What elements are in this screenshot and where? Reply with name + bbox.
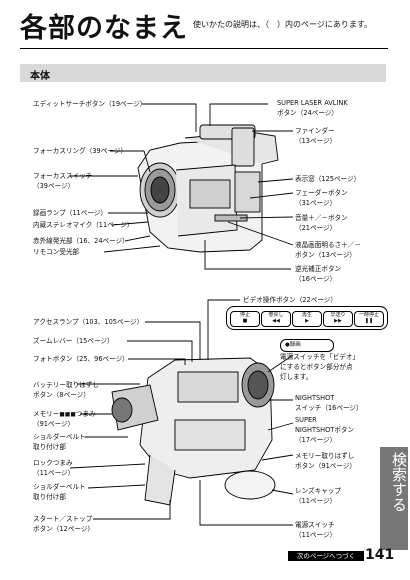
label-super-laser-1: SUPER LASER AVLINK (277, 99, 348, 107)
video-button-play: 再生▶ (292, 311, 322, 327)
video-buttons-frame (226, 306, 388, 330)
label-backlight-2: （16ページ） (295, 275, 337, 283)
label-volume-1: 音量＋／－ボタン (295, 214, 348, 222)
label-super-nightshot-1: SUPER (295, 416, 317, 424)
label-focus-switch-2: （39ページ） (33, 182, 75, 190)
label-focus-switch-1: フォーカススイッチ (33, 172, 93, 180)
label-shoulder-belt-1: ショルダーベルト (33, 433, 86, 441)
section-bar (20, 64, 386, 82)
side-tab (380, 447, 408, 550)
next-page-label: 次のページへつづく (288, 551, 364, 561)
label-battery-release-2: ボタン（8ページ） (33, 391, 90, 399)
label-lens-cap-1: レンズキャップ (295, 487, 342, 495)
label-super-nightshot-3: （17ページ） (295, 436, 337, 444)
label-access-lamp: アクセスランプ（103、105ページ） (33, 318, 144, 326)
label-volume-2: （21ページ） (295, 224, 337, 232)
label-ir-emitter: 赤外線発光部（16、24ページ） (33, 237, 129, 245)
label-memory-release-2: ボタン（91ページ） (295, 462, 357, 470)
label-video-ops: ビデオ操作ボタン（22ページ） (243, 296, 337, 304)
label-fader-2: （31ページ） (295, 199, 337, 207)
label-lens-cap-2: （11ページ） (295, 497, 337, 505)
label-rec-note-3: 灯します。 (280, 373, 313, 381)
label-nightshot-2: スイッチ（16ページ） (295, 404, 363, 412)
label-memory-index-1: メモリー◼◼◼つまみ (33, 410, 96, 418)
video-button-pause: 一時停止❚❚ (354, 311, 384, 327)
label-start-stop-1: スタート／ストップ (33, 515, 93, 523)
side-tab-label: 検索する (390, 452, 408, 512)
rec-switch-icon: ●録画 (280, 339, 334, 352)
label-memory-index-2: （91ページ） (33, 420, 75, 428)
label-photo-button: フォトボタン（25、96ページ） (33, 355, 129, 363)
label-finder-2: （13ページ） (295, 137, 337, 145)
label-nightshot-1: NIGHTSHOT (295, 394, 335, 402)
label-shoulder-belt-b1: ショルダーベルト (33, 483, 86, 491)
label-power-switch-2: （11ページ） (295, 531, 337, 539)
section-label: 本体 (30, 71, 50, 82)
label-super-laser-2: ボタン（24ページ） (277, 109, 339, 117)
label-edit-search: エディットサーチボタン（19ページ） (33, 100, 147, 108)
page-number: 141 (365, 547, 395, 563)
label-zoom-lever: ズームレバー（15ページ） (33, 337, 114, 345)
label-start-stop-2: ボタン（12ページ） (33, 525, 95, 533)
label-finder-1: ファインダー (295, 127, 335, 135)
label-shoulder-belt-b2: 取り付け部 (33, 493, 66, 501)
label-lcd-bright-2: ボタン（13ページ） (295, 251, 357, 259)
label-shoulder-belt-2: 取り付け部 (33, 443, 66, 451)
label-fader-1: フェーダーボタン (295, 189, 348, 197)
label-focus-ring: フォーカスリング（39ページ） (33, 147, 127, 155)
label-rec-lamp: 録画ランプ（11ページ） (33, 209, 107, 217)
label-remote-sensor: リモコン受光部 (33, 248, 80, 256)
label-rec-note-2: にするとボタン部分が点 (280, 363, 353, 371)
intro-text: 使いかたの説明は、（ ）内のページにあります。 (193, 20, 373, 29)
label-super-nightshot-2: NIGHTSHOTボタン (295, 426, 355, 434)
video-button-rewind: 巻戻し◀◀ (261, 311, 291, 327)
page-title: 各部のなまえ (20, 13, 188, 44)
label-backlight-1: 逆光補正ボタン (295, 265, 342, 273)
title-rule (20, 48, 388, 49)
label-power-switch-1: 電源スイッチ (295, 521, 335, 529)
label-display-window: 表示窓（125ページ） (295, 175, 361, 183)
label-lock-knob-2: （11ページ） (33, 469, 75, 477)
label-memory-release-1: メモリー取りはずし (295, 452, 355, 460)
label-battery-release-1: バッテリー取りはずし (33, 381, 99, 389)
video-button-ff: 早送り▶▶ (323, 311, 353, 327)
label-rec-note-1: 電源スイッチを「ビデオ」 (280, 353, 360, 361)
video-button-stop: 停止■ (230, 311, 260, 327)
label-lcd-bright-1: 液晶画面明るさ＋／－ (295, 241, 361, 249)
label-lock-knob-1: ロックつまみ (33, 459, 73, 467)
label-stereo-mic: 内蔵ステレオマイク（11ページ） (33, 221, 134, 229)
